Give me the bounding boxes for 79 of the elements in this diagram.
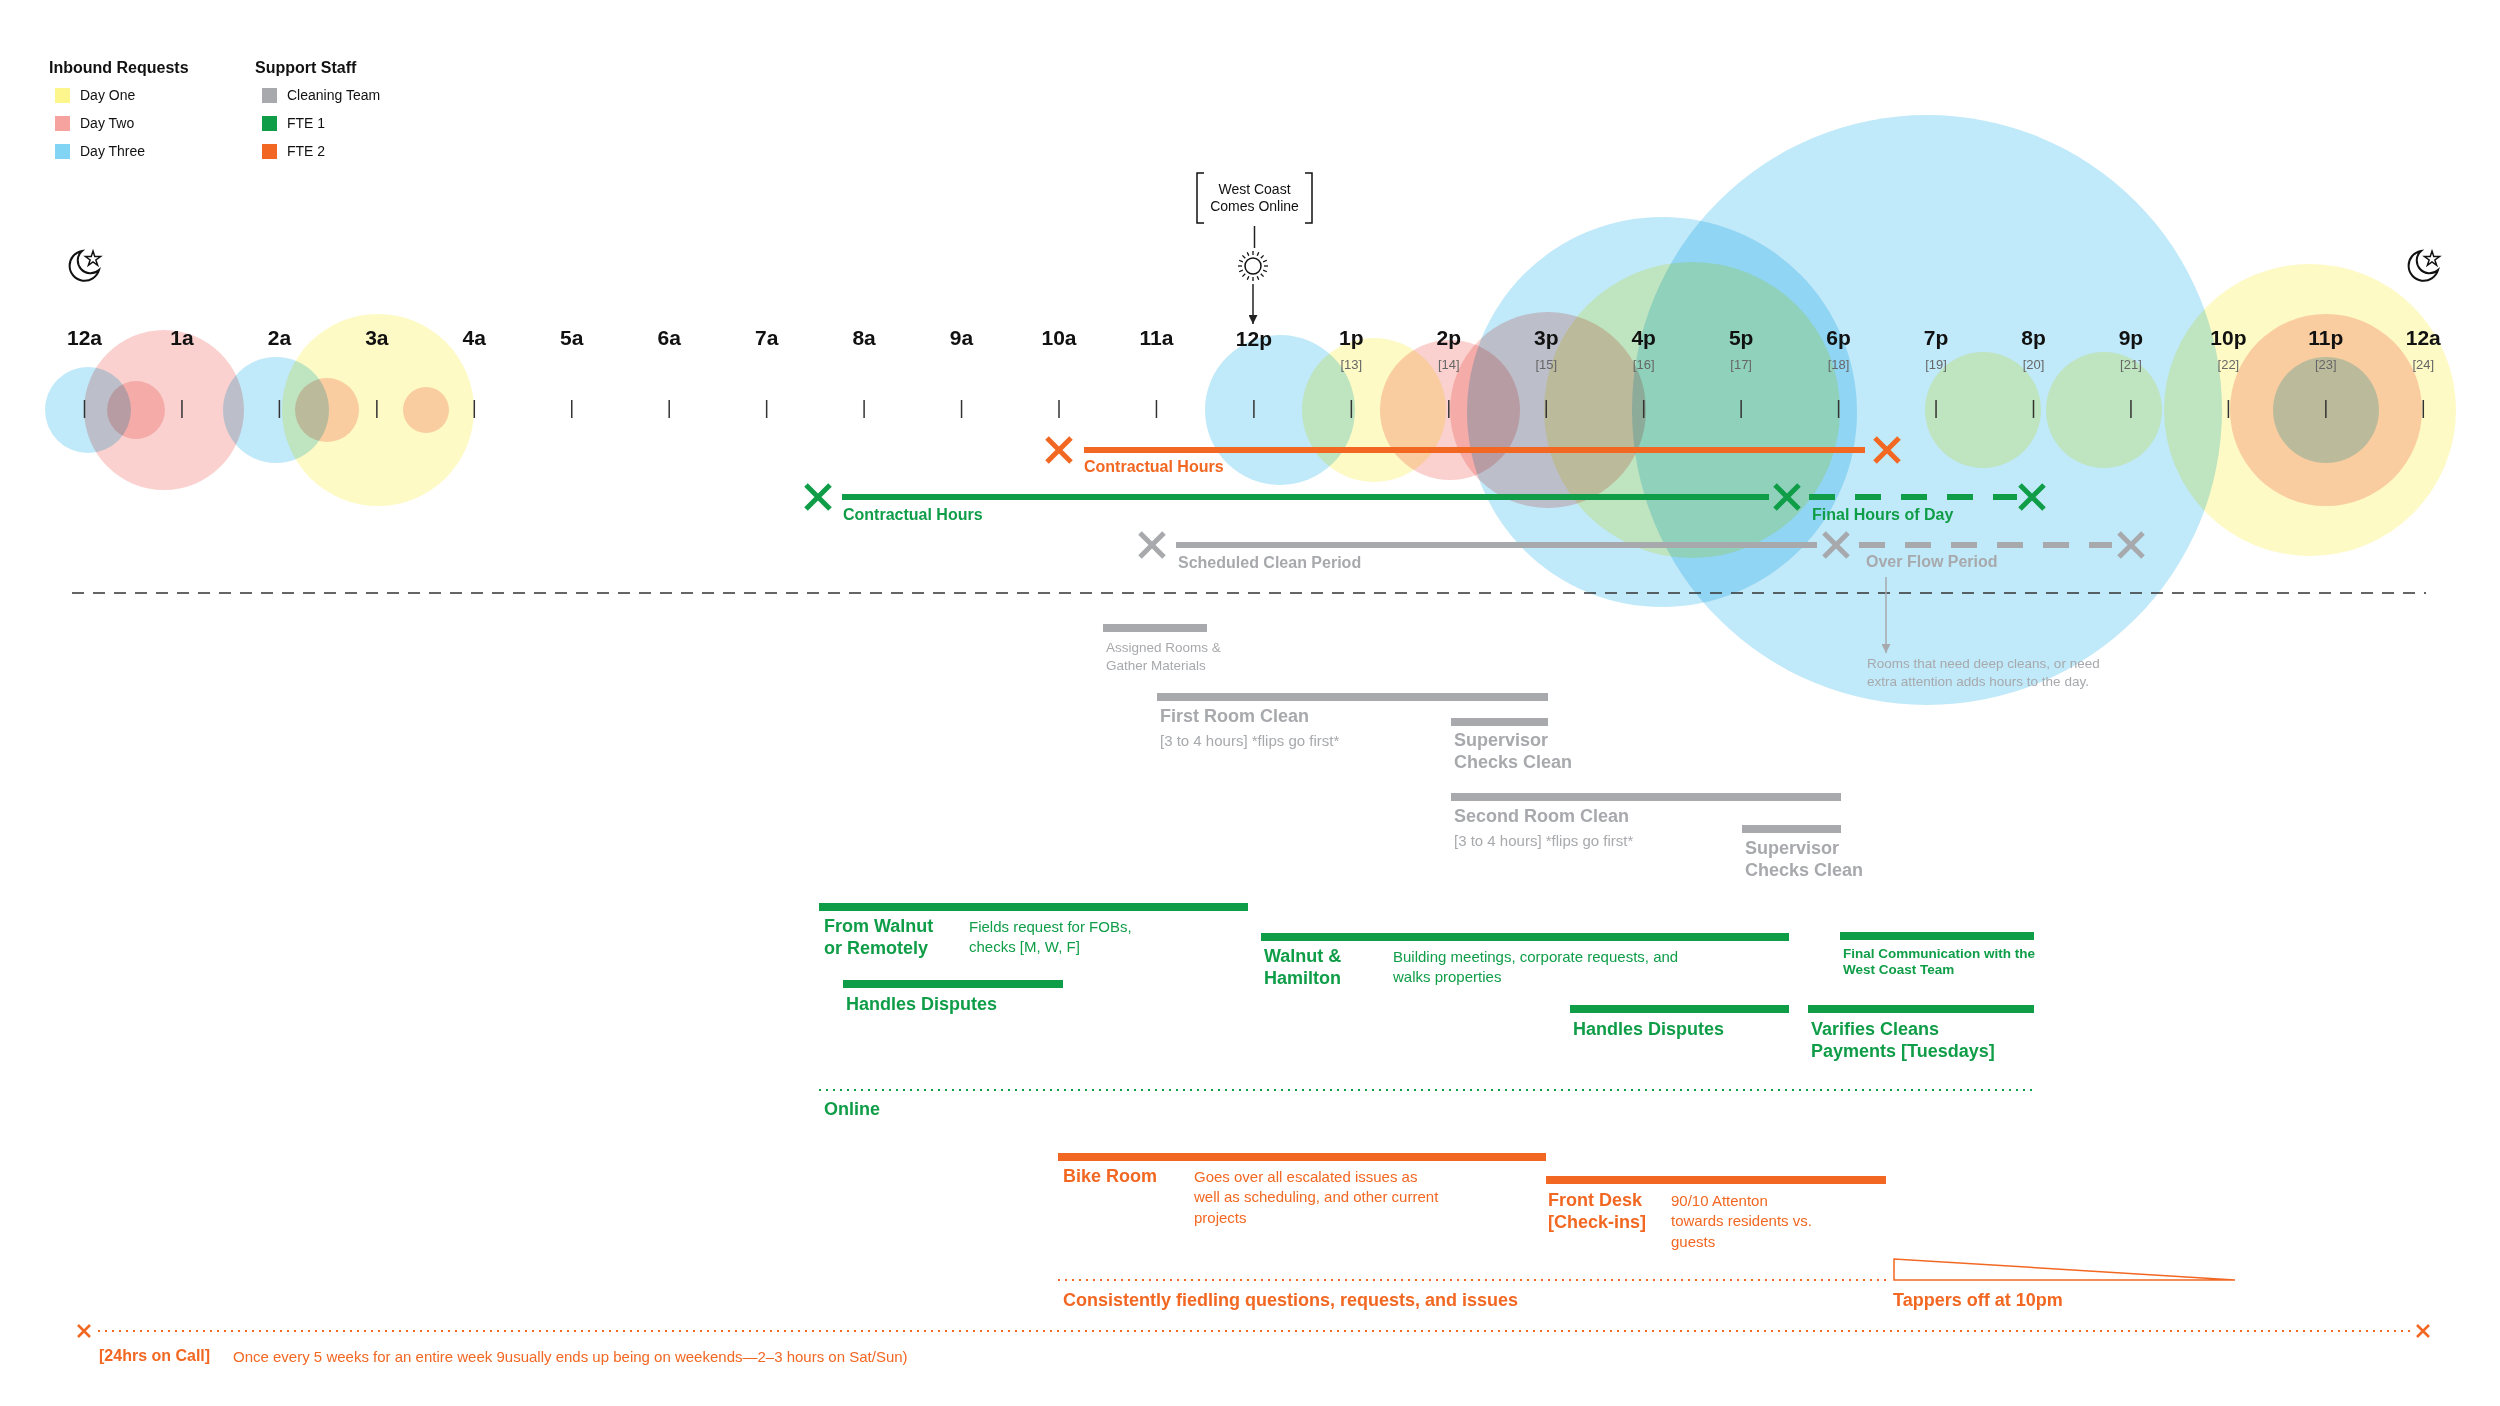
task-label: Assigned Rooms & Gather Materials [1106, 639, 1222, 675]
arrow [1881, 576, 1891, 654]
hour-number: [24] [2411, 357, 2436, 373]
legend-label: Cleaning Team [287, 87, 381, 103]
time-label: 6p [1825, 325, 1852, 351]
time-label: 8a [851, 325, 877, 351]
time-label: 1p [1338, 325, 1365, 351]
task-title: From Walnut or Remotely [824, 916, 935, 960]
bracket-box [1196, 172, 1313, 224]
time-label: 5p [1727, 325, 1755, 351]
note-text: Rooms that need deep cleans, or need extra attention adds hours to the day. [1867, 655, 2101, 691]
legend-heading: Support Staff [255, 58, 357, 78]
time-label: 12a [65, 325, 103, 351]
hour-number: [14] [1436, 357, 1461, 373]
task-title: Bike Room [1063, 1166, 1158, 1188]
time-label: 7a [753, 325, 780, 351]
hour-number: [20] [2021, 357, 2046, 373]
hour-number: [23] [2314, 357, 2338, 373]
task-title: Handles Disputes [846, 994, 998, 1016]
task-title: Second Room Clean [1454, 806, 1630, 828]
time-label: 4a [461, 325, 487, 351]
hour-number: [15] [1534, 357, 1559, 373]
timeline-label: Scheduled Clean Period [1178, 553, 1362, 573]
legend-label: FTE 2 [287, 143, 326, 159]
task-title: Handles Disputes [1573, 1019, 1725, 1041]
task-title: Front Desk [Check-ins] [1548, 1190, 1647, 1234]
hour-number: [17] [1729, 357, 1753, 373]
task-note: Fields request for FOBs, checks [M, W, F] [969, 917, 1133, 958]
legend-label: FTE 1 [287, 115, 326, 131]
hour-number: [21] [2119, 357, 2143, 373]
timeline-label: Final Hours of Day [1812, 505, 1954, 525]
task-title: Varifies Cleans Payments [Tuesdays] [1811, 1019, 1996, 1063]
time-label: 11p [2307, 325, 2345, 351]
hour-number: [22] [2216, 357, 2241, 373]
timeline-label: Contractual Hours [1084, 457, 1224, 477]
time-label: 11a [1138, 325, 1175, 351]
channel-label: Tappers off at 10pm [1893, 1290, 2064, 1311]
time-label: 9a [948, 325, 975, 351]
hour-number: [16] [1631, 357, 1656, 373]
time-label: 1a [169, 325, 195, 351]
timeline-label: Contractual Hours [843, 505, 983, 525]
channel-label: Online [824, 1099, 880, 1121]
channel-label: Consistently fiedling questions, requests, and issues [1063, 1290, 1519, 1312]
time-label: 4p [1630, 325, 1657, 351]
task-title: First Room Clean [1160, 706, 1310, 728]
sun-icon [1237, 250, 1269, 282]
connector-line [1253, 225, 1256, 249]
legend-label: Day Three [80, 143, 146, 159]
time-label: 2a [266, 325, 293, 351]
task-title: Supervisor Checks Clean [1745, 838, 1865, 882]
time-label: 12p [1234, 326, 1273, 352]
time-label: 6a [656, 325, 682, 351]
time-label: 10a [1040, 325, 1078, 351]
time-label: 3a [364, 325, 390, 351]
time-label: 2p [1435, 325, 1463, 351]
task-note: Building meetings, corporate requests, and walks properties [1393, 947, 1680, 988]
time-label: 12a [2404, 325, 2442, 351]
on-call-note: Once every 5 weeks for an entire week 9usually ends up being on weekends—2–3 hours on Sat/Sun) [233, 1347, 908, 1367]
hour-number: [18] [1826, 357, 1851, 373]
time-label: 3p [1533, 325, 1560, 351]
time-label: 10p [2209, 325, 2248, 351]
hour-number: [13] [1339, 357, 1364, 373]
task-title: Walnut & Hamilton [1264, 946, 1343, 990]
legend-label: Day One [80, 87, 136, 103]
task-title: Supervisor Checks Clean [1454, 730, 1574, 774]
legend-label: Day Two [80, 115, 135, 131]
task-note: 90/10 Attenton towards residents vs. guests [1671, 1191, 1813, 1252]
legend-heading: Inbound Requests [49, 58, 189, 78]
time-label: 7p [1922, 325, 1950, 351]
timeline-label: Over Flow Period [1866, 553, 1999, 571]
task-title: Final Communication with the West Coast Team [1843, 946, 2036, 979]
arrow [1248, 283, 1258, 325]
node-text: West Coast Comes Online [1209, 180, 1300, 216]
task-note: Goes over all escalated issues as well as scheduling, and other current projects [1194, 1167, 1439, 1228]
hour-number: [19] [1924, 357, 1948, 373]
time-label: 5a [559, 325, 585, 351]
time-label: 9p [2117, 325, 2145, 351]
time-label: 8p [2020, 325, 2047, 351]
on-call-label: [24hrs on Call] [99, 1346, 211, 1366]
